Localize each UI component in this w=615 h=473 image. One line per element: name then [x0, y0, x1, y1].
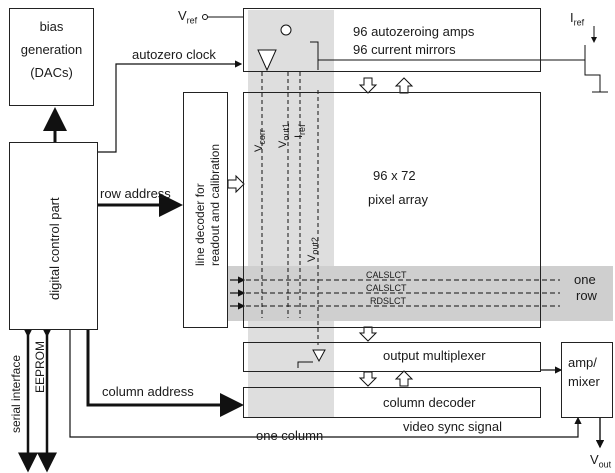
vref-label: Vref: [178, 8, 197, 29]
iref-subscript: ref: [573, 17, 585, 28]
vout-subscript: out: [598, 459, 612, 470]
autozero-amps-block: [243, 8, 541, 72]
decoder-to-mux-up-arrow: [394, 370, 414, 387]
output-multiplexer-block: [243, 342, 541, 372]
amps-label: 96 autozeroing amps: [353, 24, 475, 39]
mux-output-wire: [297, 361, 313, 368]
one-row-label-line2: row: [576, 288, 597, 303]
iref-label: Iref: [570, 10, 584, 31]
v-out2-subscript: out2: [310, 237, 321, 255]
current-mirrors-label: 96 current mirrors: [353, 42, 456, 57]
v-corr-label: Vcorr: [252, 129, 270, 152]
iref-symbol: I: [570, 10, 574, 25]
v-out1-subscript: out1: [281, 123, 292, 141]
video-sync-label: video sync signal: [403, 419, 502, 434]
bias-label-line2: generation: [20, 42, 83, 57]
vout-symbol: V: [590, 452, 599, 467]
v-out2-label: Vout2: [305, 237, 323, 262]
bias-label-line1: bias: [39, 19, 64, 34]
mux-to-decoder-down-arrow: [358, 371, 378, 387]
row-address-label: row address: [100, 186, 171, 201]
amp-mixer-line1: amp/: [568, 355, 597, 370]
column-address-label: column address: [102, 384, 194, 399]
v-corr-symbol: V: [253, 144, 265, 152]
current-source-symbol: [280, 24, 292, 36]
vref-subscript: ref: [186, 15, 198, 26]
one-column-label: one column: [256, 428, 324, 443]
column-address-arrow: [86, 330, 244, 417]
line-decoder-label-line2: readout and calibration: [208, 143, 222, 266]
row-line-label-rdslct: RDSLCT: [370, 296, 407, 306]
i-ref-column-symbol: I: [293, 134, 305, 138]
i-ref-column-subscript: ref: [297, 124, 308, 135]
column-decoder-label: column decoder: [383, 395, 476, 410]
line-decoder-label-line1: line decoder for: [193, 183, 207, 266]
amp-mixer-line2: mixer: [568, 374, 600, 389]
column-decoder-block: [243, 387, 541, 418]
v-corr-subscript: corr: [257, 129, 268, 145]
amp-mixer-block: amp/ mixer: [561, 342, 613, 418]
serial-interface-label: serial interface: [9, 354, 23, 433]
array-to-amps-down-arrow: [358, 77, 378, 94]
bias-generation-block: bias generation (DACs): [9, 8, 94, 106]
pixel-array-block: [243, 92, 541, 328]
row-line-label-calslct-1: CALSLCT: [366, 270, 407, 280]
line-decoder-block: [183, 92, 228, 328]
array-to-mux-down-arrow: [358, 326, 378, 342]
decoder-array-hollow-arrow: [227, 174, 245, 194]
one-row-label-line1: one: [574, 272, 596, 287]
pixel-array-label: pixel array: [368, 192, 428, 207]
vref-terminal: [202, 14, 208, 20]
i-ref-column-label: Iref: [292, 124, 310, 138]
output-buffer-symbol: [312, 349, 326, 363]
video-sync-line: [69, 330, 582, 438]
output-multiplexer-label: output multiplexer: [383, 348, 486, 363]
vout-label: Vout: [590, 452, 611, 473]
bias-label-line3: (DACs): [30, 65, 73, 80]
iref-transistor: [584, 45, 601, 92]
pixel-array-size: 96 x 72: [373, 168, 416, 183]
autozero-clock-line: [98, 60, 243, 153]
autozero-amp-symbol: [257, 49, 277, 72]
digital-control-block: [9, 142, 98, 330]
current-mirror-transistor: [310, 41, 319, 70]
v-out2-symbol: V: [306, 254, 318, 262]
row-line-label-calslct-2: CALSLCT: [366, 283, 407, 293]
array-to-amps-up-arrow: [394, 77, 414, 94]
vref-symbol: V: [178, 8, 187, 23]
v-out1-symbol: V: [277, 140, 289, 148]
eeprom-label: EEPROM: [33, 340, 47, 393]
autozero-clock-label: autozero clock: [132, 47, 216, 62]
digital-control-label: digital control part: [47, 197, 62, 300]
